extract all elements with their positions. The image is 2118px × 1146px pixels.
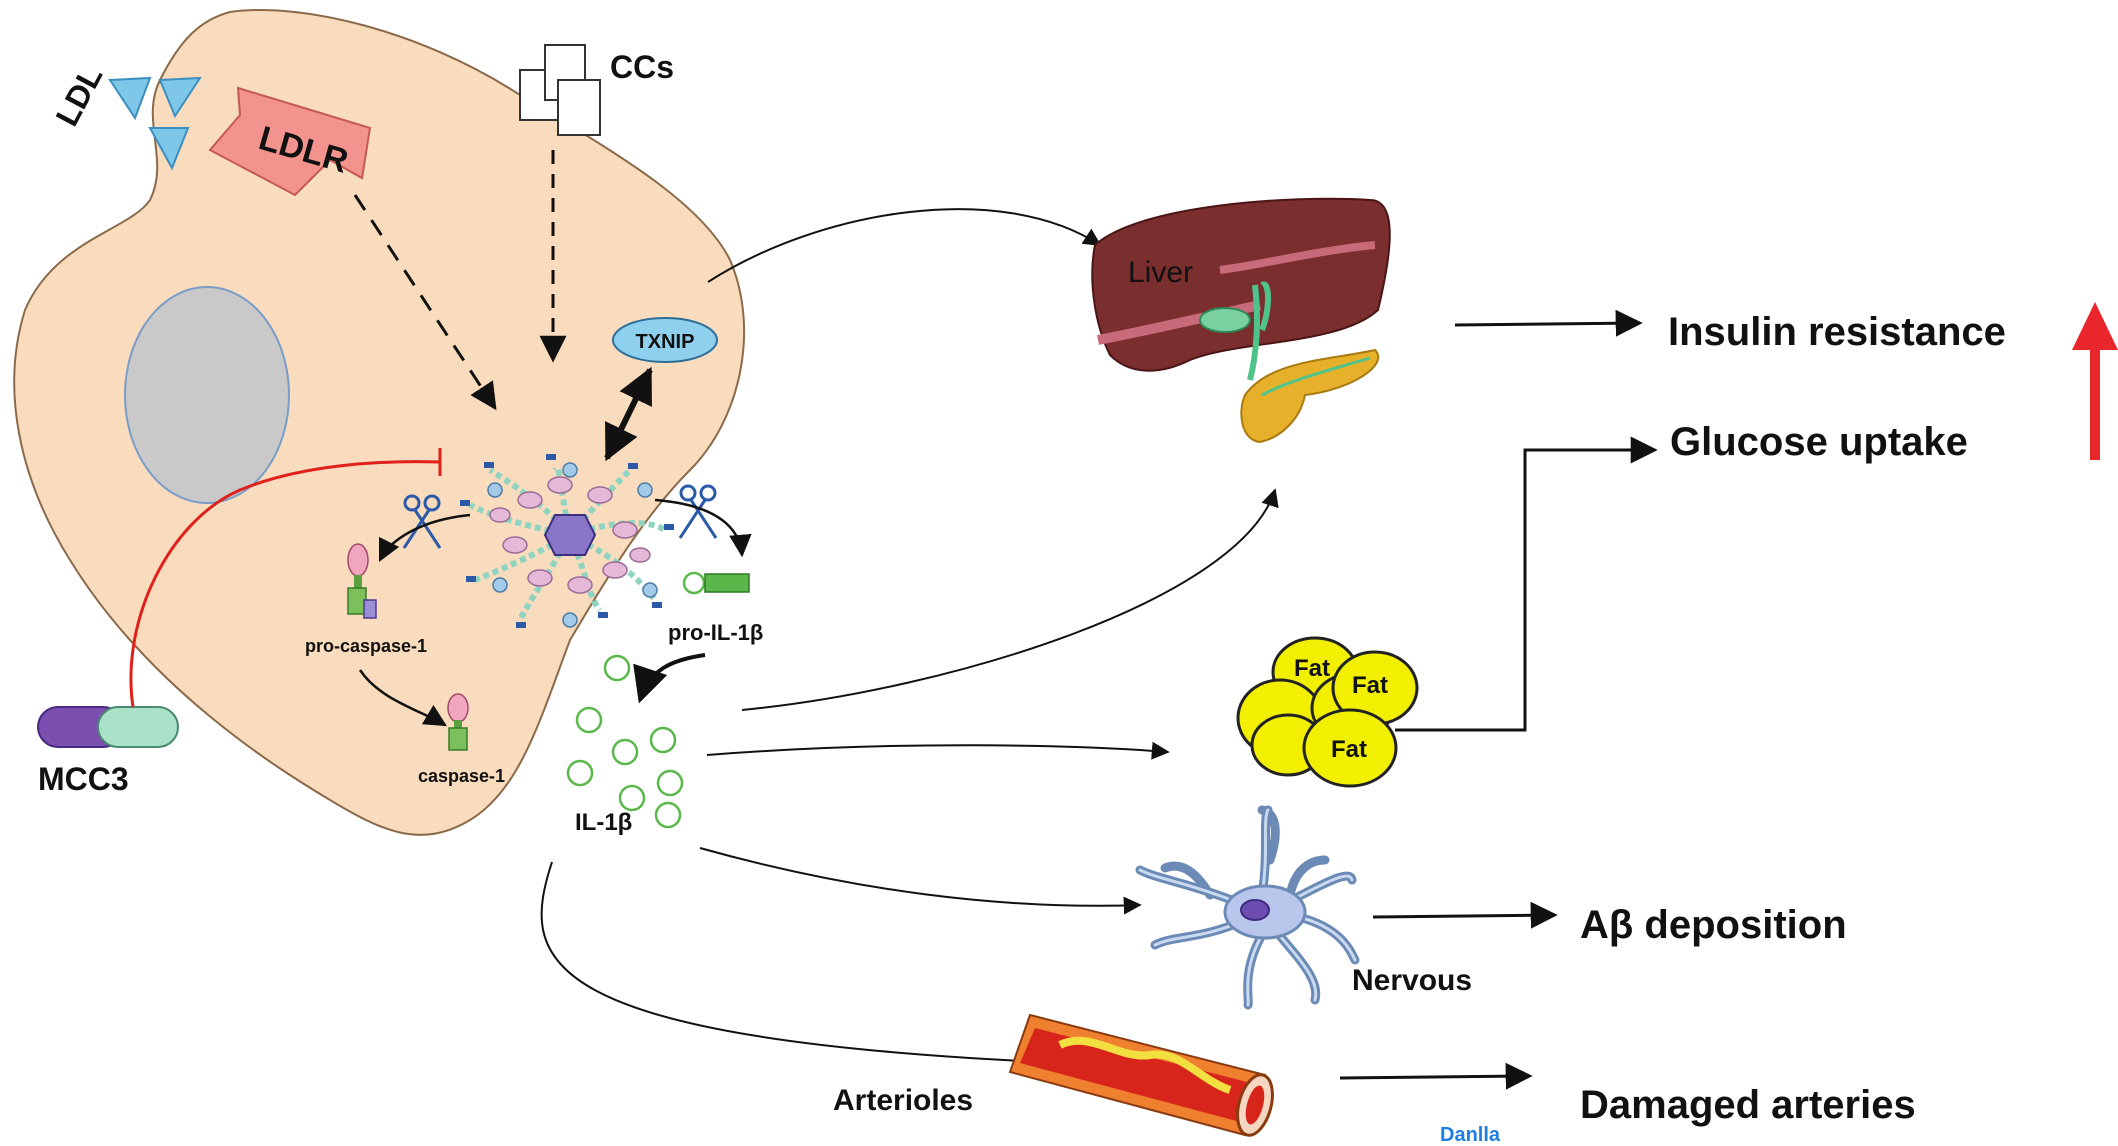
ccs-label: CCs [610, 49, 674, 85]
fat-label-2: Fat [1352, 672, 1388, 699]
caspase-icon [447, 693, 469, 751]
insulin-resistance-text: Insulin resistance [1668, 310, 2006, 354]
artery-to-damage-arrow [1339, 1062, 1533, 1090]
ldl-particles [108, 76, 202, 171]
ldl-label: LDL [49, 60, 110, 132]
il1b-label: IL-1β [575, 809, 632, 836]
liver-organ [1091, 197, 1391, 444]
ab-deposition-text: Aβ deposition [1580, 903, 1847, 947]
to-proil-arrow [654, 498, 752, 558]
to-il1b-arrow [633, 653, 706, 704]
txnip-double-arrow [604, 366, 653, 462]
liver-to-insulin-arrow [1454, 309, 1643, 337]
ldlr-arrow [353, 194, 497, 411]
nervous-label: Nervous [1352, 964, 1472, 997]
up-arrow-icon [2072, 302, 2118, 460]
caspase-label: caspase-1 [418, 766, 505, 786]
fat-label-1: Fat [1294, 655, 1330, 682]
pro-il1b-label: pro-IL-1β [668, 620, 763, 645]
pro-caspase-label: pro-caspase-1 [305, 636, 427, 656]
to-procaspase-arrow [378, 513, 471, 563]
inflammasome [460, 454, 674, 628]
ccs-crystals [519, 44, 601, 136]
scissors-icon [678, 484, 718, 539]
mcc3-label: MCC3 [38, 761, 129, 797]
nucleus [124, 286, 290, 504]
il1b-to-liver-arrow [741, 488, 1279, 711]
mcc3-molecule [37, 706, 179, 748]
liver-label: Liver [1128, 256, 1193, 289]
mcc3-inhibition [129, 460, 441, 708]
cell-to-liver-arrow [707, 208, 1102, 283]
fat-cells [1236, 636, 1419, 788]
ldlr-receptor: LDLR [208, 86, 372, 197]
arteriole [1008, 1013, 1274, 1137]
fat-label-3: Fat [1331, 736, 1367, 763]
il1b-to-nerve-arrow [699, 847, 1142, 915]
to-caspase-arrow [358, 669, 447, 727]
damaged-arteries-text: Damaged arteries [1580, 1083, 1916, 1127]
fat-to-glucose-arrow [1395, 436, 1658, 732]
pro-caspase-icon [347, 543, 377, 619]
il1b-particles [566, 654, 684, 829]
txnip-node [612, 317, 718, 363]
glucose-uptake-text: Glucose uptake [1670, 420, 1968, 464]
cell-body [13, 9, 746, 836]
cropped-text: Danlla [1440, 1124, 1501, 1141]
il1b-to-fat-arrow [706, 741, 1170, 760]
nerve-to-ab-arrow [1372, 901, 1558, 929]
il1b-to-artery-arrow [540, 861, 1067, 1072]
arterioles-label: Arterioles [833, 1084, 973, 1117]
pro-il1b-icon [682, 571, 750, 595]
neuron [1135, 805, 1360, 1010]
txnip-label: TXNIP [636, 331, 695, 353]
